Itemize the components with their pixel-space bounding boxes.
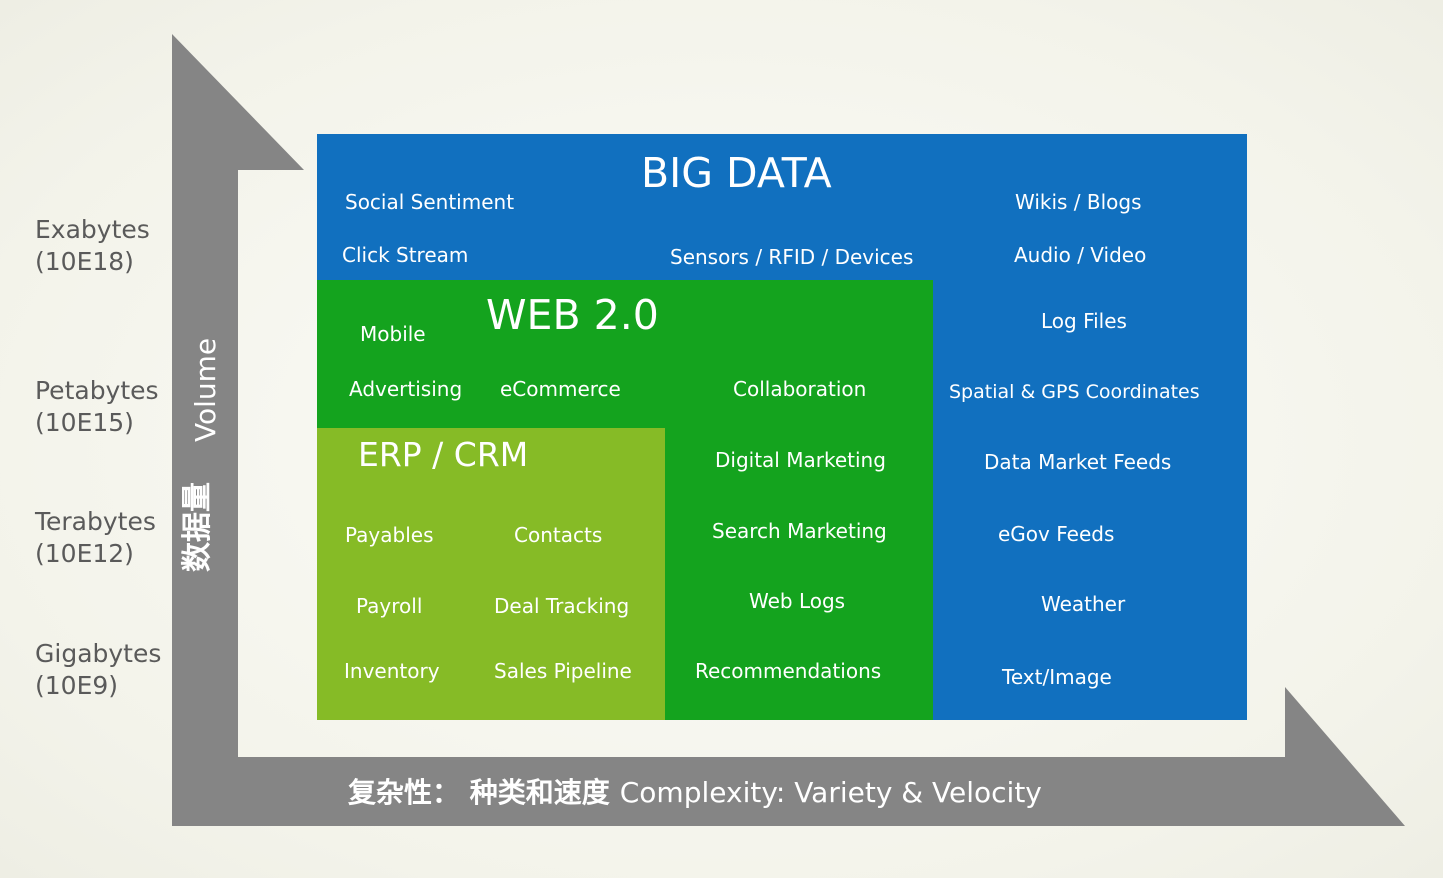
volume-arrow — [172, 34, 304, 826]
big-data-item: Wikis / Blogs — [1015, 190, 1142, 214]
scale-exabytes: Exabytes (10E18) — [35, 214, 150, 278]
big-data-item: Log Files — [1041, 309, 1127, 333]
scale-name: Gigabytes — [35, 639, 162, 668]
web20-item: Digital Marketing — [715, 448, 886, 472]
scale-exponent: (10E12) — [35, 539, 134, 568]
scale-exponent: (10E9) — [35, 671, 119, 700]
scale-terabytes: Terabytes (10E12) — [35, 506, 156, 570]
erp-crm-item: Sales Pipeline — [494, 659, 632, 683]
erp-crm-item: Contacts — [514, 523, 603, 547]
big-data-item: Sensors / RFID / Devices — [670, 245, 914, 269]
big-data-item: eGov Feeds — [998, 522, 1115, 546]
erp-crm-title: ERP / CRM — [358, 435, 529, 474]
web20-item: Advertising — [349, 377, 463, 401]
web20-item: Mobile — [360, 322, 426, 346]
big-data-item: Spatial & GPS Coordinates — [949, 381, 1200, 403]
complexity-arrow — [172, 687, 1405, 826]
scale-name: Petabytes — [35, 376, 159, 405]
volume-label: Volume — [189, 337, 222, 442]
big-data-item: Data Market Feeds — [984, 450, 1172, 474]
volume-label-cn: 数据量 — [180, 482, 215, 572]
big-data-title: BIG DATA — [641, 149, 832, 197]
web20-title: WEB 2.0 — [486, 291, 659, 339]
web20-item: eCommerce — [500, 377, 621, 401]
big-data-item: Weather — [1041, 592, 1126, 616]
web20-item: Search Marketing — [712, 519, 887, 543]
big-data-item: Text/Image — [1002, 665, 1112, 689]
scale-name: Exabytes — [35, 215, 150, 244]
complexity-label: 复杂性： 种类和速度 Complexity: Variety & Velocity — [348, 775, 1042, 811]
erp-crm-item: Payroll — [356, 594, 423, 618]
scale-exponent: (10E15) — [35, 408, 134, 437]
complexity-label-en: Complexity: Variety & Velocity — [619, 776, 1042, 809]
web20-item: Collaboration — [733, 377, 867, 401]
erp-crm-item: Inventory — [344, 659, 440, 683]
erp-crm-panel — [317, 428, 665, 720]
big-data-item: Click Stream — [342, 243, 469, 267]
scale-petabytes: Petabytes (10E15) — [35, 375, 159, 439]
erp-crm-item: Deal Tracking — [494, 594, 630, 618]
big-data-item: Audio / Video — [1014, 243, 1147, 267]
complexity-label-cn: 复杂性： 种类和速度 — [348, 776, 610, 809]
scale-exponent: (10E18) — [35, 247, 134, 276]
web20-item: Recommendations — [695, 659, 882, 683]
erp-crm-item: Payables — [345, 523, 434, 547]
web20-item: Web Logs — [749, 589, 846, 613]
scale-name: Terabytes — [35, 507, 156, 536]
scale-gigabytes: Gigabytes (10E9) — [35, 638, 161, 702]
big-data-item: Social Sentiment — [345, 190, 515, 214]
